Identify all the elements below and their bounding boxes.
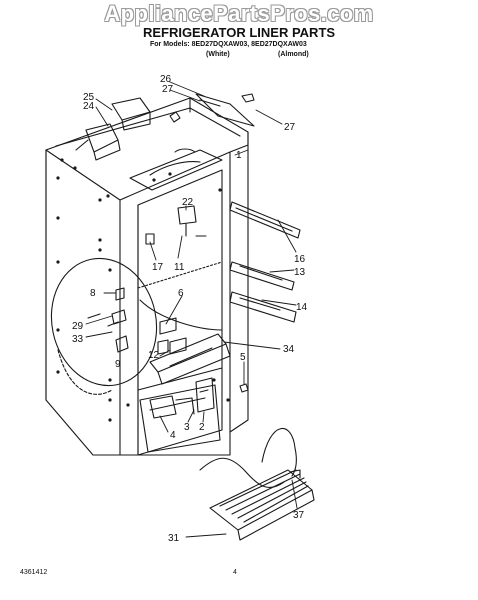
callout-26: 26: [160, 74, 172, 85]
callout-9: 9: [115, 359, 121, 370]
callout-37: 37: [293, 510, 305, 521]
callout-27-right: 27: [284, 122, 296, 133]
color-white-label: (White): [206, 51, 230, 58]
part-34-cover: [149, 333, 231, 385]
callout-24: 24: [83, 101, 95, 112]
diagram-title: REFRIGERATOR LINER PARTS: [142, 25, 336, 40]
part-2-3-4-brackets: [149, 377, 249, 419]
color-almond-label: (Almond): [278, 51, 309, 58]
figure-number: 4361412: [20, 569, 48, 576]
page-number: 4: [233, 569, 237, 576]
callout-3: 3: [184, 422, 190, 433]
callout-numbers: 26 27 25 24 27 1 22 17 11 16 13 14 6 8 2…: [72, 74, 308, 544]
callout-17: 17: [152, 262, 164, 273]
callout-31: 31: [168, 533, 180, 544]
watermark-logo: AppliancePartsPros.com: [104, 1, 374, 26]
callout-12: 12: [148, 350, 160, 361]
callout-2: 2: [199, 422, 205, 433]
liner-box: [45, 97, 249, 456]
part-8-29-33-9-hardware: [87, 287, 129, 353]
inner-hardware: [145, 205, 207, 355]
callout-33: 33: [72, 334, 84, 345]
callout-27-top: 27: [162, 84, 174, 95]
part-24-25-bracket: [75, 97, 181, 161]
callout-13: 13: [294, 267, 306, 278]
callout-29: 29: [72, 321, 84, 332]
callout-25: 25: [83, 92, 95, 103]
callout-16: 16: [294, 254, 306, 265]
callout-8: 8: [90, 288, 96, 299]
model-numbers: For Models: 8ED27DQXAW03, 8ED27DQXAW03: [150, 41, 307, 48]
callout-4: 4: [170, 430, 176, 441]
callout-14: 14: [296, 302, 308, 313]
part-16-13-14-supports: [229, 201, 301, 323]
callout-leaders: [85, 81, 298, 538]
callout-1: 1: [236, 150, 242, 161]
callout-34: 34: [283, 344, 295, 355]
part-26-strip: [195, 93, 255, 127]
callout-5: 5: [240, 352, 246, 363]
part-31-37-tray-and-tube: [199, 428, 315, 541]
callout-11: 11: [174, 262, 185, 273]
callout-6: 6: [178, 288, 184, 299]
callout-22: 22: [182, 197, 194, 208]
